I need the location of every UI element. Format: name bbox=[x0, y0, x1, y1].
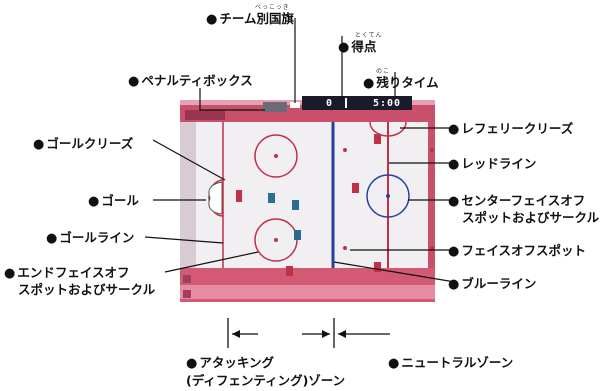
label-attacking-zone: ●アタッキング bbox=[186, 355, 274, 371]
label-faceoff-spot: ●フェイスオフスポット bbox=[448, 243, 586, 259]
label-end-faceoff-line2: スポットおよびサークル bbox=[18, 282, 156, 297]
bullet-icon: ● bbox=[388, 356, 400, 371]
label-attacking-zone-line2: (ディフェンティング)ゾーン bbox=[186, 373, 346, 388]
player-red-1 bbox=[286, 266, 293, 276]
label-end-faceoff: ●エンドフェイスオフ bbox=[4, 265, 130, 281]
bullet-icon: ● bbox=[206, 12, 218, 27]
player-blue-3 bbox=[294, 230, 301, 240]
player-red-3 bbox=[374, 262, 381, 272]
bullet-icon: ● bbox=[4, 266, 16, 281]
left-boards bbox=[180, 122, 196, 268]
label-goal-crease: ●ゴールクリーズ bbox=[33, 136, 134, 152]
label-team-flag: ●チーム別国旗 bbox=[206, 11, 294, 27]
leader-goal-crease bbox=[152, 139, 226, 181]
leader-goal-line bbox=[144, 236, 224, 244]
label-penalty-box: ●ペナルティボックス bbox=[128, 73, 253, 89]
bullet-icon: ● bbox=[363, 76, 375, 91]
time-readout: 5:00 bbox=[373, 98, 402, 109]
neutral-faceoff-spot-4 bbox=[430, 246, 434, 250]
team-flag-ruby: べっこっき bbox=[255, 4, 290, 11]
leader-penalty-box bbox=[199, 88, 265, 111]
hud-panel bbox=[302, 96, 412, 110]
label-time-left: ●残りタイム bbox=[363, 75, 439, 91]
label-neutral-zone: ●ニュートラルゾーン bbox=[388, 355, 514, 371]
bullet-icon: ● bbox=[46, 231, 58, 246]
neutral-zone-arrow bbox=[338, 330, 390, 338]
neutral-faceoff-spot-1 bbox=[343, 148, 347, 152]
goal-net bbox=[208, 181, 223, 215]
neutral-faceoff-spot-3 bbox=[430, 148, 434, 152]
bullet-icon: ● bbox=[128, 74, 140, 89]
bullet-icon: ● bbox=[338, 40, 350, 55]
bullet-icon: ● bbox=[448, 194, 460, 209]
center-faceoff-circle bbox=[366, 174, 410, 218]
bullet-icon: ● bbox=[33, 137, 45, 152]
player-blue-1 bbox=[268, 193, 275, 203]
neutral-faceoff-spot-2 bbox=[343, 246, 347, 250]
leader-end-faceoff bbox=[164, 251, 259, 273]
crowd-bottom bbox=[180, 268, 435, 302]
leader-blue-line bbox=[333, 261, 456, 283]
attacking-zone-arrows bbox=[232, 330, 330, 338]
label-red-line: ●レッドライン bbox=[448, 156, 537, 172]
bullet-icon: ● bbox=[186, 356, 198, 371]
player-goalie bbox=[236, 190, 242, 202]
bullet-icon: ● bbox=[448, 157, 460, 172]
hud-divider bbox=[345, 98, 347, 108]
team-flag-icon bbox=[263, 102, 287, 112]
player-referee bbox=[374, 134, 381, 144]
end-faceoff-spot-top bbox=[274, 154, 278, 158]
score-readout: 0 bbox=[326, 98, 334, 109]
score-ruby: とくてん bbox=[355, 32, 383, 39]
end-faceoff-spot-bottom bbox=[274, 238, 278, 242]
right-boards bbox=[428, 122, 435, 268]
ice-surface bbox=[196, 122, 428, 268]
bullet-icon: ● bbox=[448, 277, 460, 292]
label-goal-line: ●ゴールライン bbox=[46, 230, 135, 246]
time-left-ruby: のこ bbox=[376, 68, 391, 75]
label-center-faceoff: ●センターフェイスオフ bbox=[448, 193, 586, 209]
label-center-faceoff-line2: スポットおよびサークル bbox=[462, 210, 600, 225]
bullet-icon: ● bbox=[88, 194, 100, 209]
label-score: ●得点 bbox=[338, 39, 377, 55]
center-faceoff-spot bbox=[386, 194, 390, 198]
end-faceoff-circle-top bbox=[254, 134, 298, 178]
referee-crease bbox=[369, 121, 407, 137]
bullet-icon: ● bbox=[448, 122, 460, 137]
penalty-box-icon bbox=[290, 102, 300, 108]
label-goal: ●ゴール bbox=[88, 193, 139, 209]
label-blue-line: ●ブルーライン bbox=[448, 276, 537, 292]
label-referee-crease: ●レフェリークリーズ bbox=[448, 121, 574, 137]
player-red-2 bbox=[352, 183, 359, 193]
bullet-icon: ● bbox=[448, 244, 460, 259]
player-blue-2 bbox=[292, 200, 299, 210]
